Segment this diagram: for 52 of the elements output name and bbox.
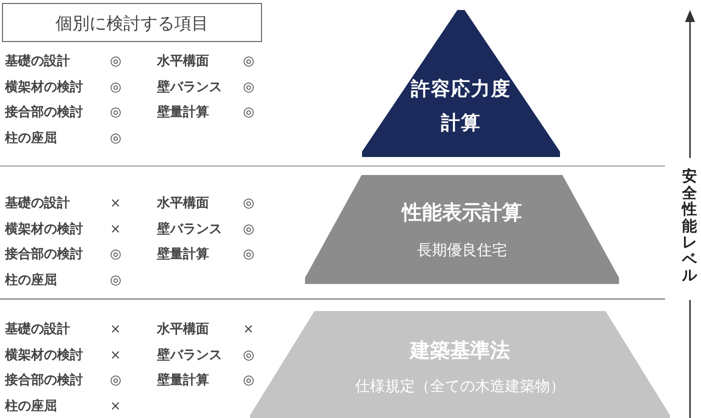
check-mark: ◎ — [243, 80, 254, 96]
tier-title: 性能表示計算 — [400, 199, 523, 226]
check-mark: × — [110, 196, 121, 212]
item-name: 横架材の検討 — [5, 348, 83, 364]
check-mark: ◎ — [243, 247, 254, 263]
item-name: 柱の座屈 — [5, 398, 57, 414]
item-name: 接合部の検討 — [5, 105, 83, 121]
check-mark: ◎ — [110, 373, 122, 389]
item-name: 水平構面 — [157, 54, 209, 70]
check-mark: × — [243, 322, 254, 338]
check-mark: ◎ — [110, 247, 122, 263]
check-mark: ◎ — [110, 105, 122, 121]
axis-label: 安全性能レベル — [682, 168, 697, 284]
item-name: 壁量計算 — [157, 373, 209, 389]
check-mark: ◎ — [110, 80, 122, 96]
check-mark: ◎ — [110, 54, 122, 70]
check-mark: ◎ — [243, 348, 254, 364]
check-mark: ◎ — [243, 54, 254, 70]
check-mark: × — [110, 322, 121, 338]
item-name: 基礎の設計 — [5, 322, 70, 338]
pyramid-tier-trapezoid — [305, 175, 619, 284]
item-name: 横架材の検討 — [5, 80, 83, 96]
item-name: 壁バランス — [157, 80, 222, 96]
item-name: 水平構面 — [157, 196, 209, 212]
item-name: 接合部の検討 — [5, 247, 83, 263]
item-name: 水平構面 — [157, 322, 209, 338]
pyramid-top-triangle — [362, 10, 560, 157]
tier-subtitle: 仕様規定（全ての木造建築物） — [354, 377, 566, 396]
item-name: 壁量計算 — [157, 247, 209, 263]
item-name: 壁バランス — [157, 222, 222, 238]
tier-subtitle: 長期優良住宅 — [416, 241, 508, 260]
check-mark: × — [110, 398, 121, 414]
heading-box — [2, 3, 262, 42]
item-name: 壁バランス — [157, 348, 222, 364]
item-name: 基礎の設計 — [5, 54, 70, 70]
check-mark: ◎ — [243, 196, 254, 212]
tier-title: 建築基準法 — [408, 337, 511, 364]
check-mark: ◎ — [110, 272, 122, 288]
item-name: 柱の座屈 — [5, 130, 57, 146]
check-mark: ◎ — [110, 130, 122, 146]
heading-text: 個別に検討する項目 — [54, 13, 210, 35]
item-name: 柱の座屈 — [5, 272, 57, 288]
item-name: 接合部の検討 — [5, 373, 83, 389]
item-name: 壁量計算 — [157, 105, 209, 121]
check-mark: × — [110, 348, 121, 364]
item-name: 横架材の検討 — [5, 222, 83, 238]
tier-title: 許容応力度計算 — [411, 77, 511, 136]
check-mark: ◎ — [243, 105, 254, 121]
check-mark: ◎ — [243, 373, 254, 389]
item-name: 基礎の設計 — [5, 196, 70, 212]
check-mark: × — [110, 222, 121, 238]
check-mark: ◎ — [243, 222, 254, 238]
